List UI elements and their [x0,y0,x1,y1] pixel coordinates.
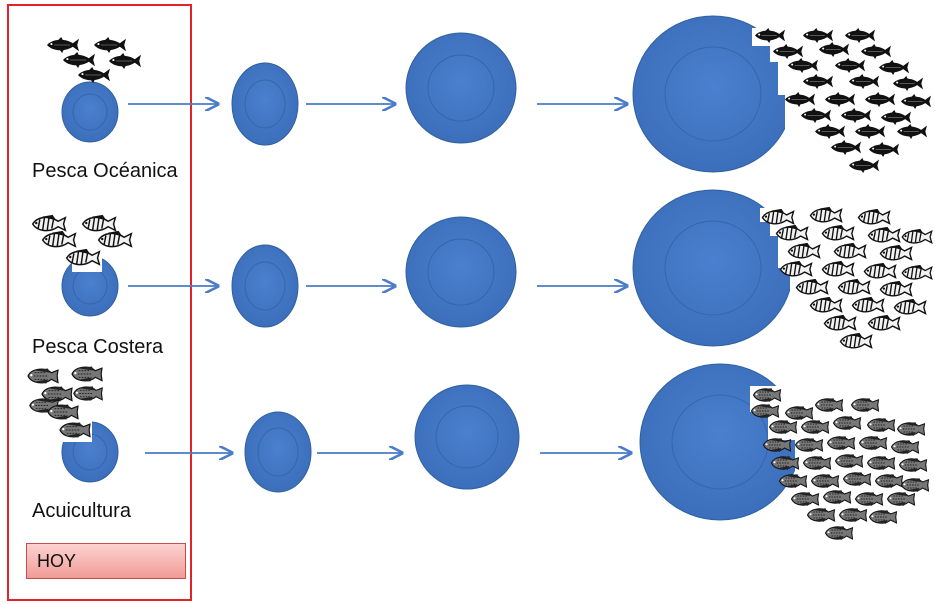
row-coastal [30,189,935,362]
stage-2-circle [231,62,299,146]
stage-2-circle [231,244,299,328]
large-tilapia-school [750,386,930,548]
small-tuna-school [46,37,142,83]
stage-3-circle [405,32,517,144]
stage-1-circle [61,81,119,143]
large-tuna-school [752,28,932,185]
stage-3-circle [405,216,517,328]
row-label-oceanic-fishing: Pesca Océanica [32,160,178,182]
large-striped-fish-school [760,206,935,362]
row-oceanic [46,15,932,185]
today-badge: HOY [26,543,186,579]
small-striped-fish-school [30,214,134,272]
row-label-aquaculture: Acuicultura [32,500,131,522]
row-label-coastal-fishing: Pesca Costera [32,336,164,358]
today-label: HOY [37,551,77,571]
today-highlight-frame [7,4,192,601]
small-tilapia-school [26,364,104,442]
stage-2-circle [244,411,312,493]
stage-3-circle [414,384,520,490]
row-aquaculture [26,363,930,548]
stage-4-circle [632,15,794,173]
